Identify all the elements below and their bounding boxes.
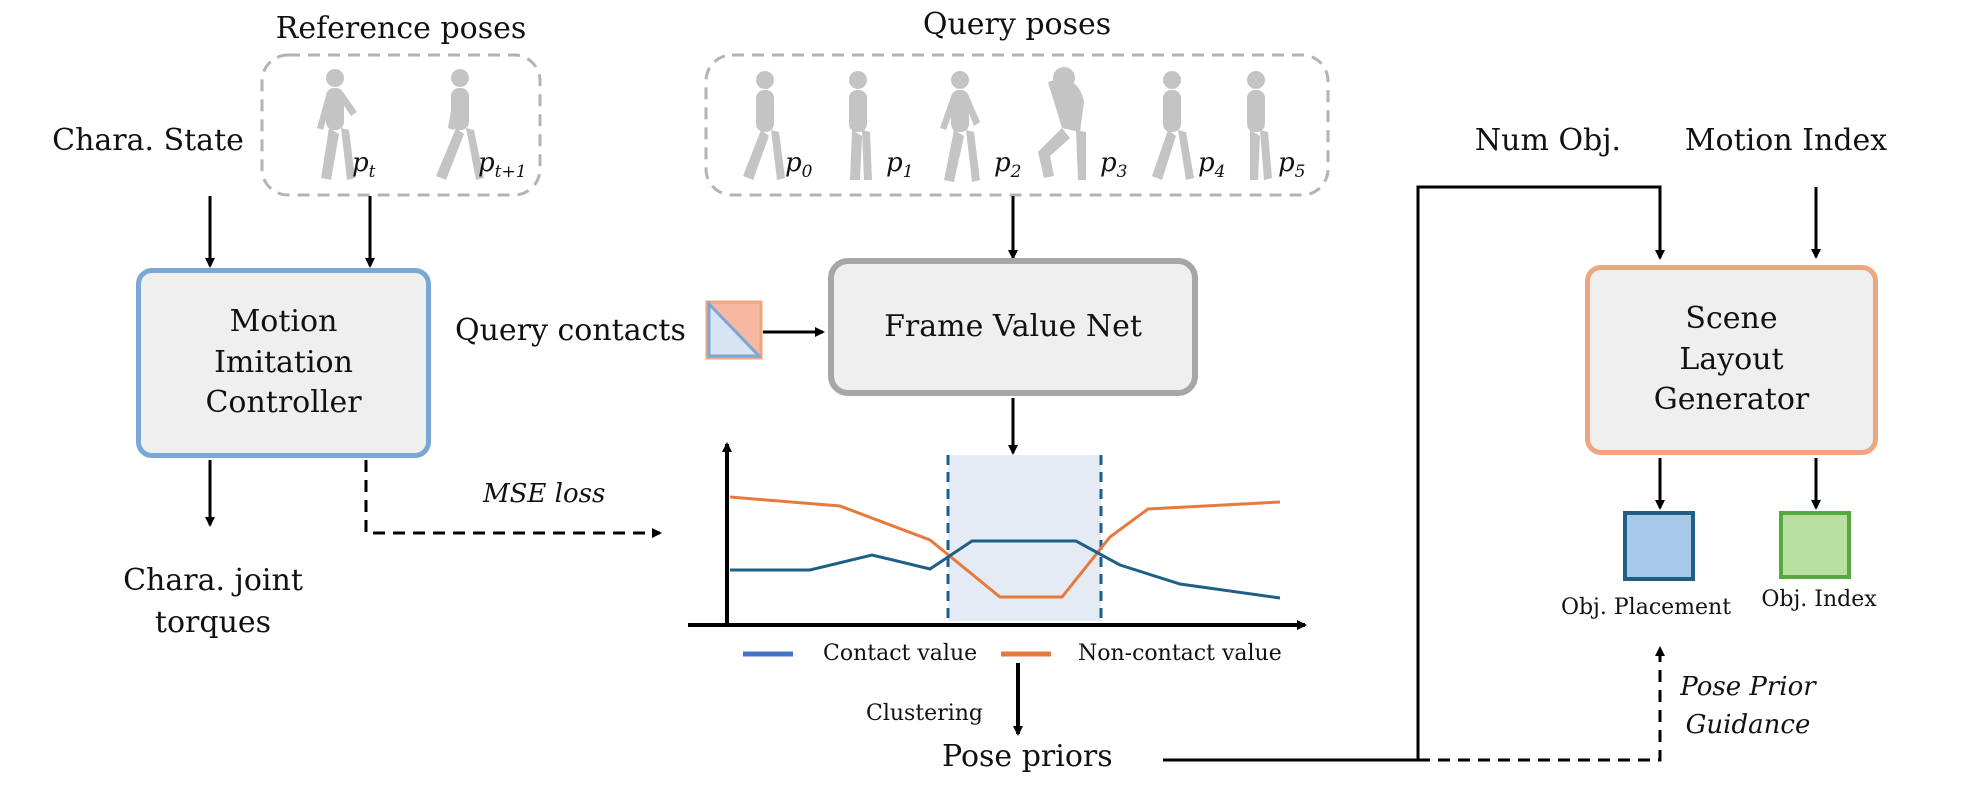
pose-label-p0: p0 — [785, 148, 813, 183]
contact-value-line — [730, 539, 1281, 600]
pose-priors-line — [1163, 185, 1665, 762]
contact-value-chart — [688, 442, 1307, 657]
obj-placement-label: Obj. Placement — [1560, 595, 1732, 620]
controller-line3: Controller — [205, 385, 362, 421]
generator-line1: Scene — [1685, 301, 1778, 337]
pose-prior-guidance-label: Pose Prior Guidance — [1680, 672, 1816, 740]
obj-index-square — [1779, 511, 1851, 579]
obj-placement-square — [1623, 511, 1695, 581]
legend-contact-label: Contact value — [823, 641, 978, 666]
pose-label-p5: p5 — [1278, 148, 1306, 183]
motion-imitation-controller: Motion Imitation Controller — [136, 268, 431, 458]
mse-loss-label: MSE loss — [483, 479, 606, 509]
scene-layout-generator: Scene Layout Generator — [1585, 265, 1878, 455]
query-contacts-label: Query contacts — [455, 313, 686, 348]
pose-priors-label: Pose priors — [942, 739, 1113, 774]
controller-line1: Motion — [229, 304, 338, 340]
obj-index-label: Obj. Index — [1761, 587, 1877, 612]
noncontact-value-line — [729, 495, 1281, 599]
query-contacts-icon — [705, 300, 763, 360]
pose-label-p3: p3 — [1100, 148, 1128, 183]
pose-label-p4: p4 — [1198, 148, 1226, 183]
generator-line3: Generator — [1653, 382, 1810, 418]
query-poses-title: Query poses — [922, 7, 1112, 42]
legend-noncontact-label: Non-contact value — [1078, 641, 1282, 666]
generator-line2: Layout — [1679, 341, 1784, 377]
num-obj-label: Num Obj. — [1474, 123, 1622, 158]
chara-state-label: Chara. State — [52, 123, 244, 158]
frame-value-net: Frame Value Net — [828, 258, 1198, 396]
pose-label-p2: p2 — [994, 148, 1022, 183]
pose-label-pt1: pt+1 — [478, 148, 527, 183]
chara-joint-torques-label: Chara. joint torques — [123, 563, 303, 640]
pose-label-pt: pt — [352, 148, 376, 183]
controller-line2: Imitation — [214, 344, 353, 380]
pose-label-p1: p1 — [886, 148, 914, 183]
clustering-label: Clustering — [866, 701, 983, 726]
contact-window-highlight — [948, 455, 1101, 621]
guidance-arrow — [1418, 646, 1665, 762]
pose-figures — [317, 67, 1272, 182]
motion-index-label: Motion Index — [1684, 123, 1888, 158]
reference-poses-title: Reference poses — [275, 11, 527, 46]
mse-loss-arrow — [364, 460, 662, 538]
query-poses-container — [704, 53, 1330, 197]
reference-poses-container — [260, 53, 542, 197]
